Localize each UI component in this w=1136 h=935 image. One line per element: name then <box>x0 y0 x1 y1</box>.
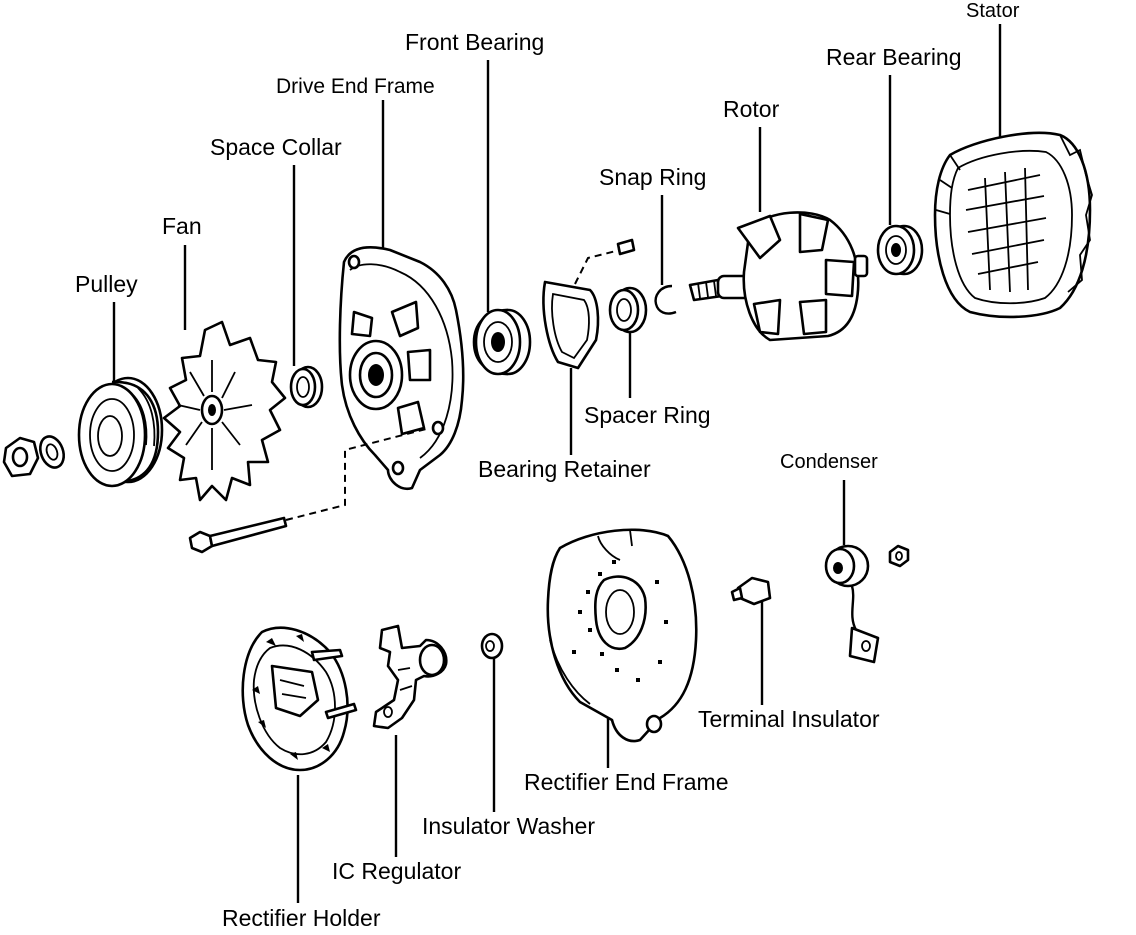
spacer-ring-part <box>608 286 648 334</box>
space-collar-part <box>289 365 324 409</box>
label-rectifier-holder: Rectifier Holder <box>222 905 381 930</box>
snap-ring-part <box>654 284 677 315</box>
small-nut-part <box>888 544 910 568</box>
leader-lines <box>112 24 1002 903</box>
front-bearing-part <box>472 308 532 376</box>
label-space-collar: Space Collar <box>210 134 342 160</box>
label-snap-ring: Snap Ring <box>599 164 706 190</box>
stator-part <box>933 131 1093 319</box>
label-rear-bearing: Rear Bearing <box>826 44 962 70</box>
label-insulator-washer: Insulator Washer <box>422 813 595 839</box>
rectifier-end-frame-part <box>546 528 698 743</box>
label-stator: Stator <box>966 0 1020 22</box>
terminal-insulator-part <box>730 576 772 606</box>
label-rectifier-end-frame: Rectifier End Frame <box>524 769 729 795</box>
rectifier-holder-part <box>241 626 358 772</box>
bearing-retainer-part <box>542 238 636 370</box>
washer-part <box>39 435 65 469</box>
label-front-bearing: Front Bearing <box>405 29 544 55</box>
label-pulley: Pulley <box>75 271 138 297</box>
pulley-part <box>77 376 164 488</box>
label-terminal-insulator: Terminal Insulator <box>698 706 880 732</box>
condenser-part <box>824 544 880 664</box>
label-rotor: Rotor <box>723 96 780 122</box>
label-spacer-ring: Spacer Ring <box>584 402 711 428</box>
drive-end-frame-part <box>338 246 465 491</box>
fan-part <box>162 320 287 502</box>
rotor-part <box>688 211 869 342</box>
label-fan: Fan <box>162 213 202 239</box>
insulator-washer-part <box>480 632 504 660</box>
label-drive-end-frame: Drive End Frame <box>276 75 435 98</box>
label-bearing-retainer: Bearing Retainer <box>478 456 651 482</box>
through-bolt-part <box>188 427 431 554</box>
label-condenser: Condenser <box>780 451 878 473</box>
nut-part <box>2 436 40 478</box>
rear-bearing-part <box>876 224 924 276</box>
ic-regulator-part <box>372 624 448 730</box>
label-ic-regulator: IC Regulator <box>332 858 461 884</box>
retainer-screw-part <box>616 238 636 256</box>
